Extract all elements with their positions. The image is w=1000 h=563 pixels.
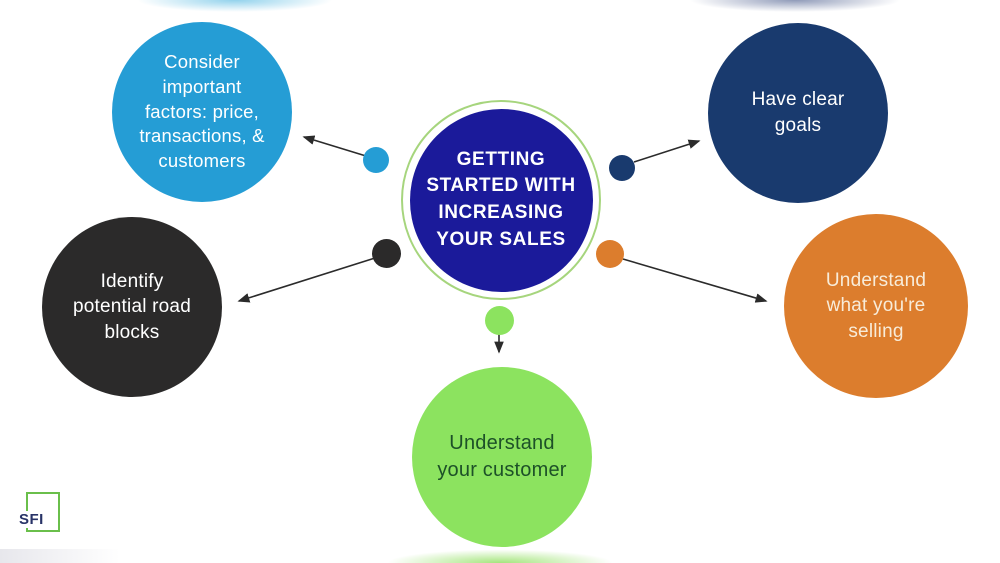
connector-dot-blue (363, 147, 389, 173)
arrow-to-identify-road-blocks (237, 257, 376, 303)
hub-label: GETTING STARTED WITH INCREASING YOUR SAL… (426, 148, 576, 250)
connector-dot-green (485, 306, 514, 335)
arrow-to-understand-selling (622, 258, 768, 303)
node-understand-selling: Understand what you're selling (784, 214, 968, 398)
node-consider-factors: Consider important factors: price, trans… (112, 22, 292, 202)
hub-circle: GETTING STARTED WITH INCREASING YOUR SAL… (409, 108, 593, 292)
node-understand-customer-label: Understand your customer (437, 432, 567, 481)
connector-dot-navy (609, 155, 635, 181)
top-blur-strip (0, 0, 1000, 12)
sfi-logo-text: SFI (17, 511, 46, 528)
node-identify-road-blocks-label: Identify potential road blocks (73, 270, 191, 343)
node-understand-customer: Understand your customer (412, 367, 592, 547)
node-understand-selling-label: Understand what you're selling (825, 269, 927, 342)
bottom-blur-strip (0, 549, 1000, 563)
connector-dot-black (372, 239, 401, 268)
node-have-clear-goals-label: Have clear goals (751, 89, 845, 136)
connector-dot-orange (596, 240, 624, 268)
arrow-to-consider-factors (302, 135, 367, 157)
hub-ring: GETTING STARTED WITH INCREASING YOUR SAL… (401, 100, 601, 300)
node-identify-road-blocks: Identify potential road blocks (42, 217, 222, 397)
node-have-clear-goals: Have clear goals (708, 23, 888, 203)
node-consider-factors-label: Consider important factors: price, trans… (139, 50, 265, 172)
sfi-logo: SFI (17, 489, 65, 535)
arrow-to-have-clear-goals (633, 139, 701, 163)
